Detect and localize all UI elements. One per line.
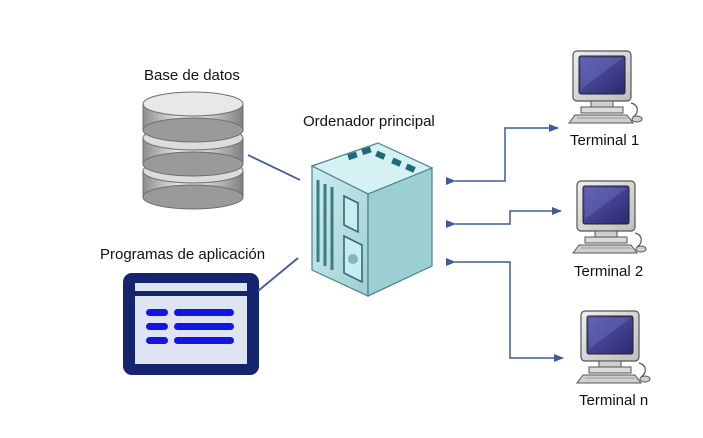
mainframe-label: Ordenador principal xyxy=(303,113,435,130)
connector-database-mainframe xyxy=(247,154,301,181)
database-icon xyxy=(142,91,244,210)
application-window-icon xyxy=(123,273,259,375)
terminal-2-label: Terminal 2 xyxy=(574,263,644,280)
terminal-1-computer-icon xyxy=(568,50,643,124)
connector-mainframe-terminal-n xyxy=(446,258,564,362)
connector-mainframe-terminal-1 xyxy=(446,124,559,185)
connector-mainframe-terminal-2 xyxy=(446,207,562,228)
terminal-1-label: Terminal 1 xyxy=(570,132,640,149)
connector-applications-mainframe xyxy=(257,257,299,292)
applications-label: Programas de aplicación xyxy=(100,246,266,263)
terminal-2-computer-icon xyxy=(572,180,647,254)
terminal-n-computer-icon xyxy=(576,310,651,384)
mainframe-server-icon xyxy=(310,142,434,297)
terminal-n-label: Terminal n xyxy=(579,392,649,409)
database-label: Base de datos xyxy=(144,67,240,84)
